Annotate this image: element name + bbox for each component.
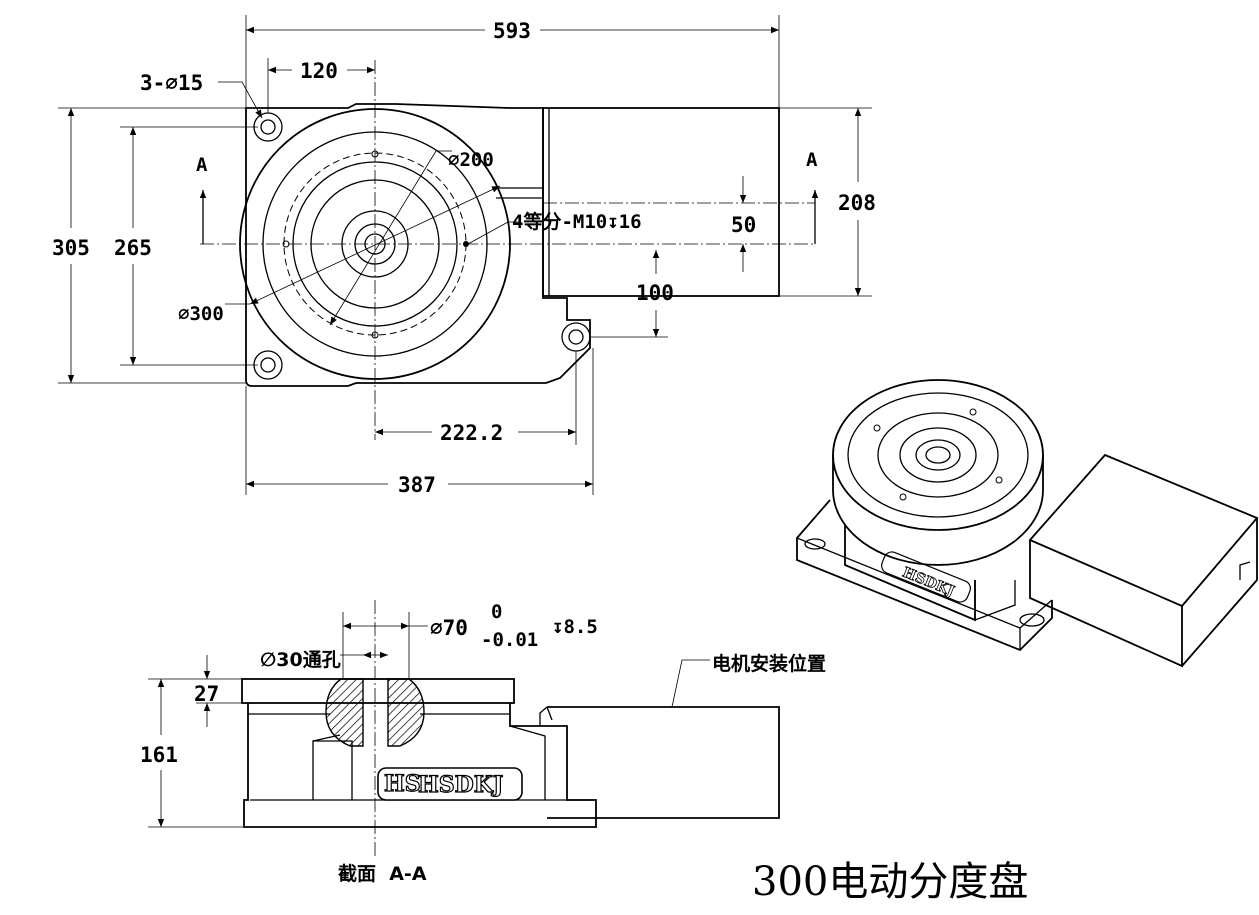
top-view: A A 593 120 3-∅15 ∅200 ∅300 4等分-M10↧16 5… (52, 15, 876, 497)
drawing-title: 300电动分度盘 (752, 859, 1028, 905)
motor-note: 电机安装位置 (712, 652, 826, 675)
section-label: 截面 A-A (338, 862, 427, 885)
iso-motor-top (1028, 453, 1259, 608)
dim-holes: 3-∅15 (140, 71, 203, 95)
dim-593: 593 (493, 19, 531, 43)
iso-logo-badge (881, 551, 971, 603)
dim-dia-300: ∅300 (178, 303, 224, 325)
logo-mark: HS (384, 771, 421, 797)
base-plate-outline (245, 103, 591, 387)
dim-222-2: 222.2 (440, 421, 503, 445)
mounting-hole (253, 112, 283, 142)
dim-dia-200: ∅200 (448, 149, 494, 171)
logo-badge (377, 767, 523, 801)
dim-208: 208 (838, 191, 876, 215)
section-top-plate (241, 678, 515, 704)
dim-100: 100 (636, 281, 674, 305)
dim-120: 120 (300, 59, 338, 83)
dim-50: 50 (731, 213, 756, 237)
isometric-view: HSDKJ (796, 379, 1259, 668)
iso-turntable-top (832, 379, 1044, 531)
section-body (243, 703, 597, 828)
iso-base (796, 499, 1053, 652)
mounting-hole (561, 322, 591, 352)
dim-depth: ↧8.5 (552, 616, 598, 638)
section-mark-right: A (806, 149, 818, 171)
dim-tol-upper: 0 (491, 601, 502, 623)
dim-tol-lower: -0.01 (481, 629, 538, 651)
section-motor-box (547, 706, 780, 819)
section-mark-left: A (196, 154, 208, 176)
logo-text: HSDKJ (418, 772, 503, 798)
motor-box (542, 107, 780, 297)
motor-coupler (496, 187, 543, 199)
mounting-hole (253, 350, 283, 380)
hub-section-left (325, 678, 364, 747)
section-view: HS HSDKJ ∅70 0 -0.01 ↧8.5 ∅30通孔 27 161 电… (140, 600, 826, 885)
dim-161: 161 (140, 743, 178, 767)
dim-265: 265 (114, 236, 152, 260)
dim-305: 305 (52, 236, 90, 260)
dim-387: 387 (398, 473, 436, 497)
dim-tapped-holes: 4等分-M10↧16 (512, 210, 642, 233)
dim-dia-70: ∅70 (430, 616, 468, 640)
dim-through-hole: ∅30通孔 (260, 649, 341, 671)
hub-section-right (387, 678, 425, 747)
dim-27: 27 (194, 682, 219, 706)
